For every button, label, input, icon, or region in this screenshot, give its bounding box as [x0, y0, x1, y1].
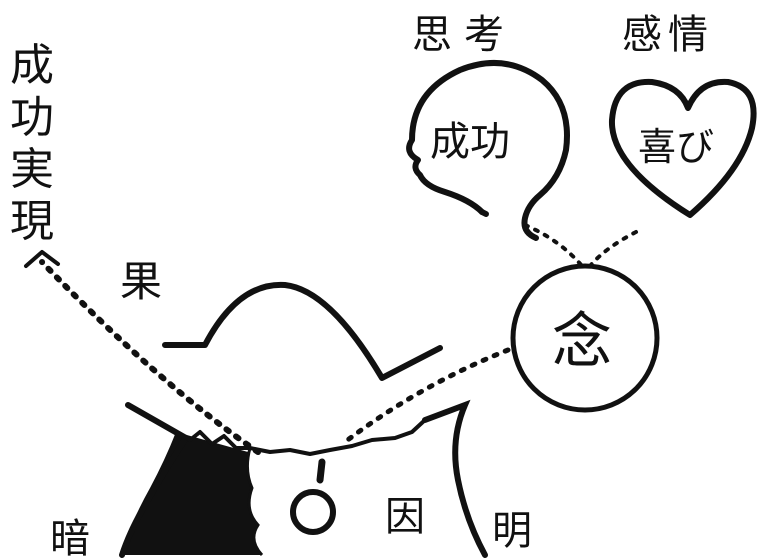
head-to-thought-line — [523, 223, 584, 268]
heart-icon: 喜び — [608, 78, 757, 218]
heart-to-thought-line — [588, 230, 638, 268]
success-realized-char-4: 現 — [10, 196, 54, 247]
dark-label: 暗 — [50, 516, 90, 560]
heart-text: 喜び — [638, 125, 714, 169]
thought-to-pot-line — [342, 347, 511, 445]
seed-icon — [290, 489, 336, 535]
effect-label: 果 — [120, 257, 162, 306]
thought-node: 念 — [510, 263, 660, 413]
mountain-shape — [162, 281, 443, 381]
success-realized-char-3: 実 — [10, 144, 54, 195]
cause-pot — [119, 399, 488, 558]
cause-label: 因 — [385, 494, 425, 540]
head-icon: 成功 — [406, 59, 570, 241]
thought-label: 念 — [552, 307, 612, 377]
head-text: 成功 — [430, 119, 510, 165]
success-realized-char-1: 成 — [10, 40, 54, 91]
success-realized-label: 成 功 実 現 — [10, 40, 54, 247]
success-realized-char-2: 功 — [10, 92, 54, 143]
thinking-label: 思考 — [412, 12, 516, 58]
result-arrow — [24, 250, 261, 455]
feeling-label: 感情 — [622, 12, 714, 58]
bright-label: 明 — [492, 508, 532, 554]
dark-half — [120, 432, 262, 555]
